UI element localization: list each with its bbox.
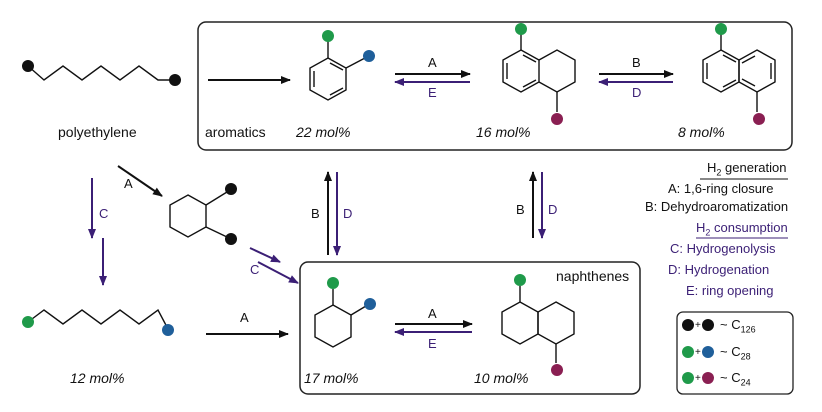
black-end-dot: [22, 60, 34, 72]
polyethylene-molecule: [27, 65, 175, 81]
arrow-letter-A: A: [428, 55, 437, 70]
arrow-letter-D: D: [343, 206, 353, 221]
yield-aromatic-2: 16 mol%: [476, 124, 531, 140]
cyclohexane-intermediate: [169, 191, 228, 238]
yield-alkane: 12 mol%: [70, 370, 125, 386]
equilibrium-arrow-B-D-left: [324, 171, 341, 256]
arrow-letter-E: E: [428, 85, 437, 100]
naphthenes-label: naphthenes: [556, 268, 630, 284]
legend-item-C: C: Hydrogenolysis: [670, 241, 776, 256]
legend-item-A: A: 1,6-ring closure: [668, 181, 774, 196]
arrow-C-hydrogenolysis-diagonal: [249, 247, 299, 284]
arrow-letter-D: D: [548, 202, 558, 217]
blue-end-dot: [162, 324, 174, 336]
green-end-dot: [322, 30, 334, 42]
naphthalene-molecule: [702, 33, 776, 112]
green-end-dot: [22, 316, 34, 328]
arrow-letter-B: B: [632, 55, 641, 70]
equilibrium-arrow-B-D-top: [598, 70, 674, 86]
legend-item-B: B: Dehydroaromatization: [645, 199, 789, 214]
legend-item-D: D: Hydrogenation: [668, 262, 770, 277]
carbon-key-c24: ~ C24: [720, 370, 751, 388]
arrow-letter-C: C: [99, 206, 109, 221]
svg-text:+: +: [695, 347, 701, 358]
green-end-dot: [327, 277, 339, 289]
arrow-letter-A: A: [428, 306, 437, 321]
arrow-letter-E: E: [428, 336, 437, 351]
black-end-dot: [169, 74, 181, 86]
yield-naphthene-2: 10 mol%: [474, 370, 529, 386]
maroon-end-dot: [551, 113, 563, 125]
green-end-dot: [715, 23, 727, 35]
legend-item-E: E: ring opening: [686, 283, 774, 298]
carbon-key-c28: ~ C28: [720, 344, 751, 362]
carbon-key-plus-signs: + + +: [695, 320, 701, 384]
naphthenes-frame: [299, 261, 641, 395]
arrow-letter-B: B: [311, 206, 320, 221]
naphthene-cyclohexane: [314, 289, 367, 348]
arrow-letter-C: C: [250, 262, 260, 277]
alkane-chain: [27, 308, 169, 330]
maroon-end-dot: [551, 364, 563, 376]
carbon-key-dots: [682, 319, 714, 384]
yield-naphthene-1: 17 mol%: [304, 370, 359, 386]
arrow-A-ring-closure: [117, 165, 163, 197]
maroon-end-dot: [753, 113, 765, 125]
arrow-C-hydrogenolysis-vertical: [88, 178, 107, 286]
svg-text:+: +: [695, 320, 701, 331]
blue-end-dot: [364, 298, 376, 310]
benzene-ring: [309, 40, 366, 101]
aromatics-frame: [197, 21, 793, 151]
arrow-letter-A: A: [124, 176, 133, 191]
carbon-key-box: [676, 311, 794, 395]
legend-h2-generation-title: H2 generation: [707, 160, 787, 178]
svg-text:+: +: [695, 373, 701, 384]
green-end-dot: [515, 23, 527, 35]
green-end-dot: [514, 274, 526, 286]
carbon-key-c126: ~ C126: [720, 317, 756, 335]
equilibrium-arrow-A-E-bottom: [394, 320, 473, 336]
tetralin-molecule: [502, 33, 576, 112]
blue-end-dot: [363, 50, 375, 62]
black-end-dot: [225, 183, 237, 195]
arrow-letter-B: B: [516, 202, 525, 217]
legend-h2-consumption-title: H2 consumption: [696, 220, 788, 238]
polyethylene-label: polyethylene: [58, 124, 137, 140]
yield-aromatic-3: 8 mol%: [678, 124, 725, 140]
arrow-letter-A: A: [240, 310, 249, 325]
equilibrium-arrow-A-E-top: [394, 70, 471, 86]
aromatics-label: aromatics: [205, 124, 266, 140]
decalin-molecule: [501, 286, 575, 363]
black-end-dot: [225, 233, 237, 245]
equilibrium-arrow-B-D-right: [529, 171, 546, 239]
yield-aromatic-1: 22 mol%: [296, 124, 351, 140]
arrow-letter-D: D: [632, 85, 642, 100]
